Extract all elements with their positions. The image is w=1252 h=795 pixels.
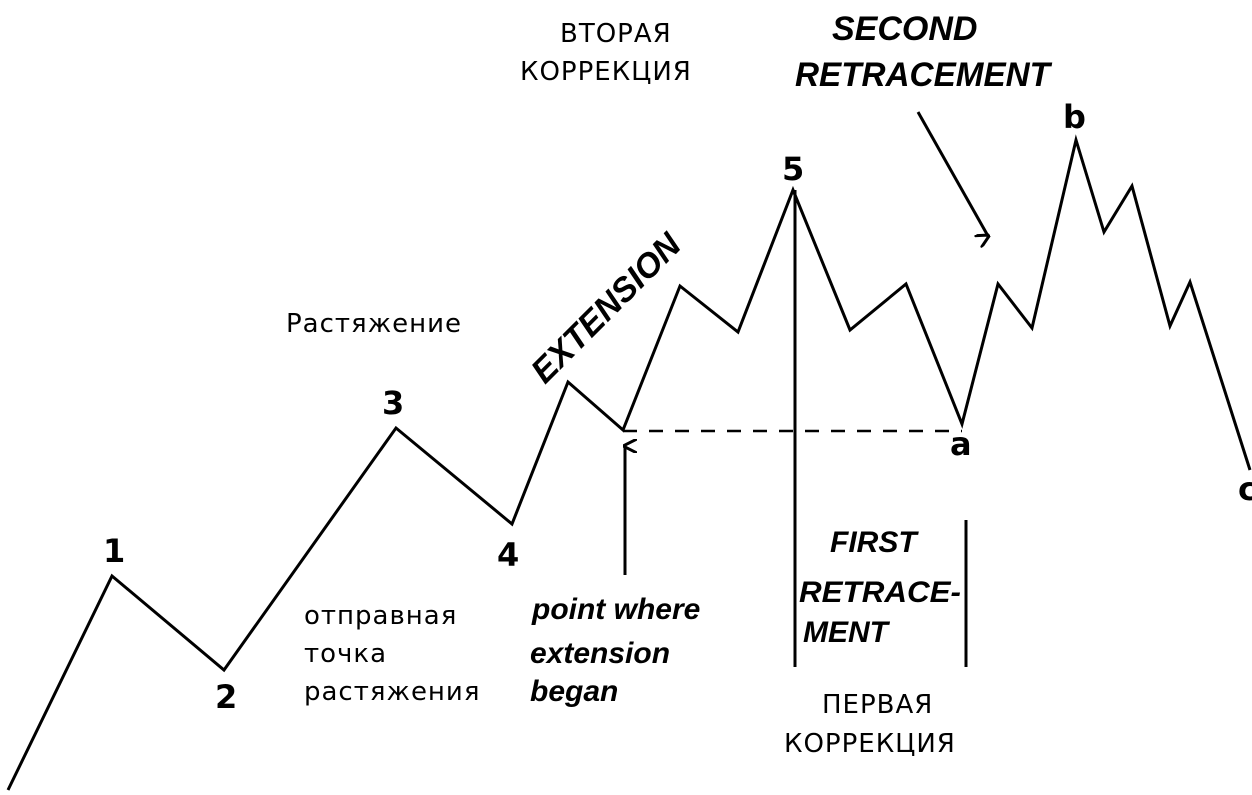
second-retracement-ru-line-2: КОРРЕКЦИЯ (520, 57, 692, 87)
wave-label-a: a (950, 425, 972, 463)
wave-label-1: 1 (103, 532, 125, 570)
second-retracement-en-line-1: SECOND (832, 10, 977, 48)
wave-label-4: 4 (497, 536, 519, 574)
extension-start-ru-line-3: растяжения (304, 677, 480, 707)
second-retracement-ru-line-1: ВТОРАЯ (560, 19, 672, 49)
wave-label-c: c (1238, 470, 1252, 508)
extension-start-en-line-2: extension (530, 637, 670, 670)
extension-start-en-line-3: began (530, 675, 618, 708)
first-retracement-en-line-3: MENT (803, 616, 891, 649)
wave-label-3: 3 (382, 384, 404, 422)
wave-label-b: b (1063, 98, 1086, 136)
extension-start-ru-line-2: точка (304, 639, 387, 669)
second-retracement-en-line-2: RETRACEMENT (795, 56, 1053, 94)
extension-start-en-line-1: point where (531, 593, 700, 626)
first-retracement-en-line-2: RETRACE- (799, 576, 961, 609)
first-retracement-en-line-1: FIRST (830, 526, 919, 559)
extension-start-ru-line-1: отправная (304, 601, 457, 631)
extension-ru-label: Растяжение (286, 309, 462, 339)
wave-label-5: 5 (782, 150, 804, 188)
extension-en-label: EXTENSION (524, 225, 690, 391)
first-retracement-ru-line-2: КОРРЕКЦИЯ (784, 729, 956, 759)
wave-label-2: 2 (215, 678, 237, 716)
second-retracement-arrow (916, 111, 988, 236)
wave-path (6, 134, 1252, 791)
first-retracement-ru-line-1: ПЕРВАЯ (822, 690, 933, 720)
